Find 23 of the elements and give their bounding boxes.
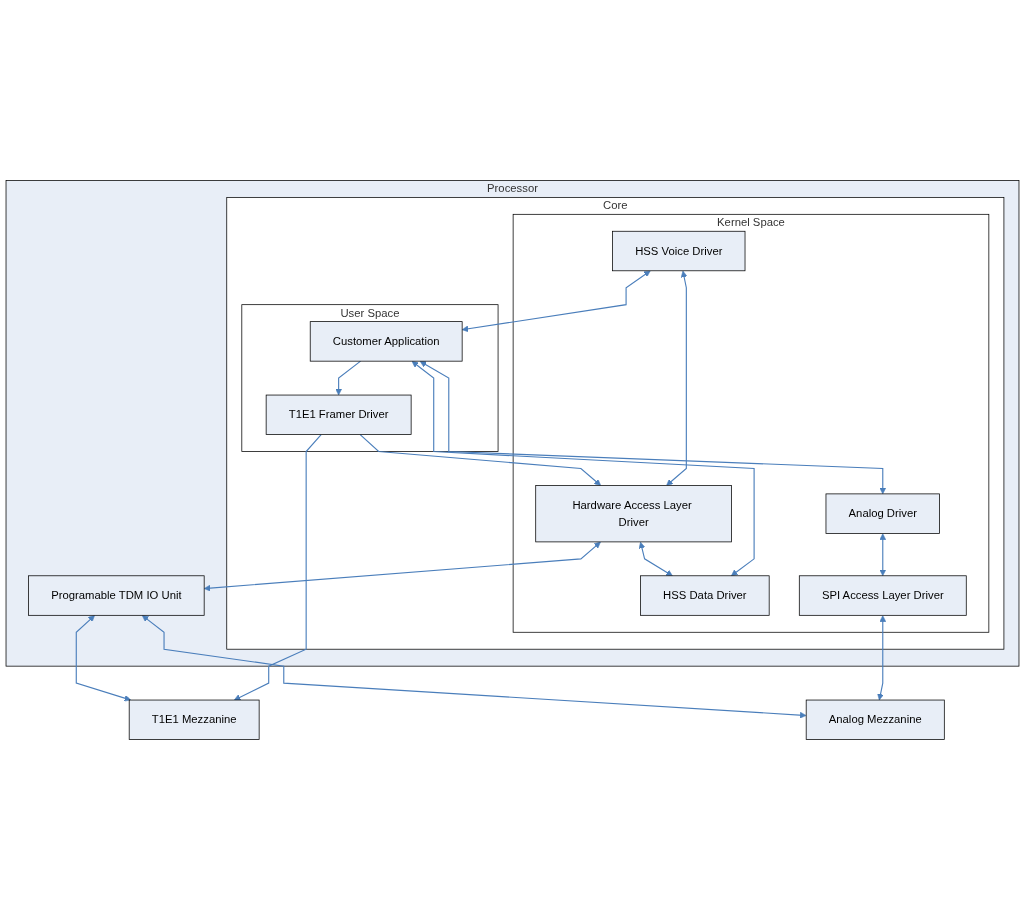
- node-box: SPI Access Layer Driver: [798, 575, 967, 616]
- node-box: HSS Data Driver: [640, 575, 770, 616]
- node-box: Analog Mezzanine: [805, 699, 945, 740]
- node-box: Hardware Access Layer Driver: [535, 485, 732, 543]
- arrow: [75, 615, 131, 702]
- arrow: [234, 434, 322, 701]
- node-box: Customer Application: [309, 321, 463, 362]
- node-box: HSS Voice Driver: [612, 230, 746, 272]
- arrow: [411, 361, 755, 577]
- arrow: [142, 615, 807, 719]
- node-box: Analog Driver: [825, 493, 940, 534]
- arrow: [877, 615, 887, 701]
- node-box: T1E1 Framer Driver: [265, 394, 412, 435]
- node-box: Programable TDM IO Unit: [28, 575, 205, 616]
- arrow: [638, 541, 673, 577]
- arrow: [203, 541, 601, 592]
- arrow: [666, 270, 688, 486]
- arrow: [335, 360, 362, 396]
- arrow: [359, 434, 601, 486]
- node-box: T1E1 Mezzanine: [128, 699, 260, 740]
- arrow: [419, 361, 887, 495]
- arrow: [879, 533, 887, 577]
- arrow: [461, 270, 651, 333]
